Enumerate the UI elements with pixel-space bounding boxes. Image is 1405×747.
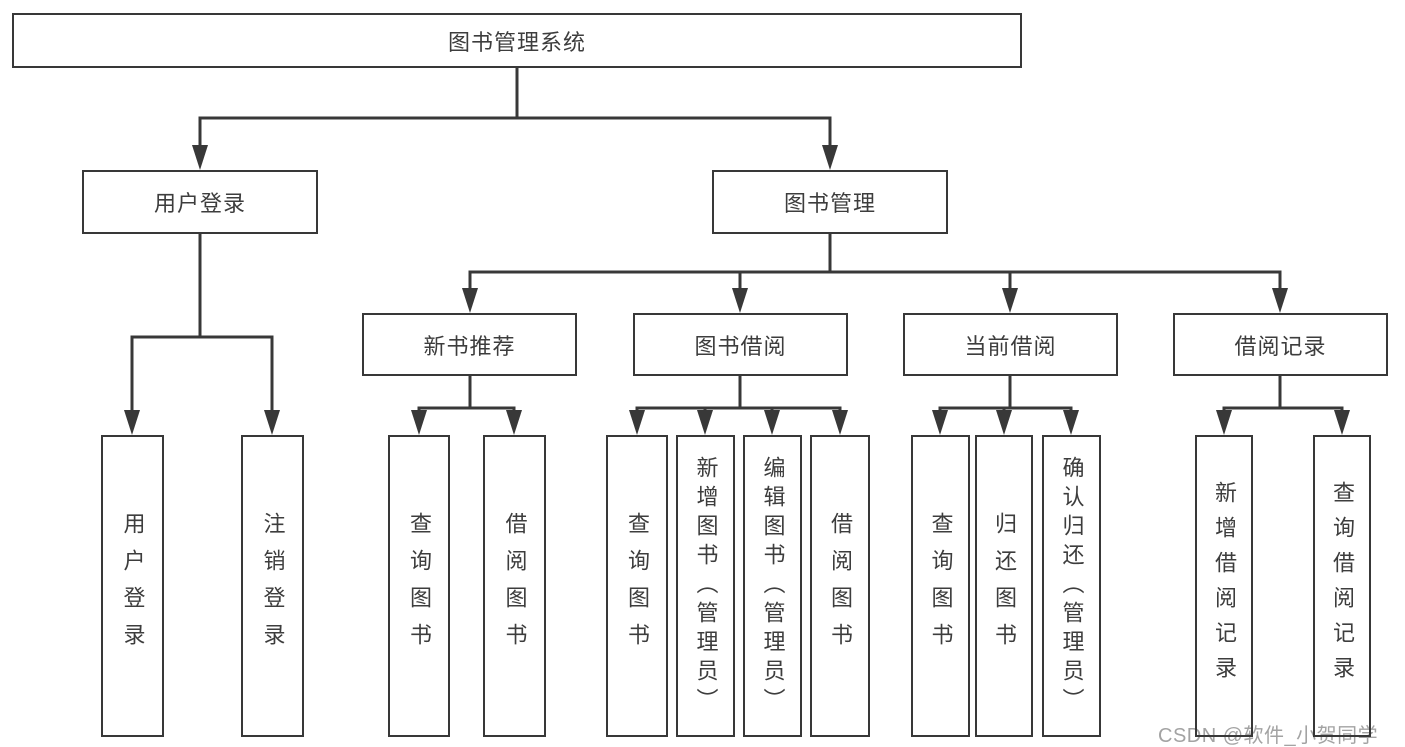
leaf-query-book-current-label: 查询图书 (928, 512, 954, 660)
arrow-down-icon (1216, 410, 1232, 435)
node-user-login: 用户登录 (82, 170, 318, 234)
arrow-down-icon (411, 410, 427, 435)
arrow-down-icon (832, 410, 848, 435)
arrow-down-icon (629, 410, 645, 435)
arrow-down-icon (1334, 410, 1350, 435)
arrow-down-icon (1063, 410, 1079, 435)
leaf-confirm-return-admin: 确认归还（管理员） (1042, 435, 1101, 737)
leaf-edit-book-admin-label: 编辑图书（管理员） (760, 455, 786, 717)
leaf-query-book-recommend: 查询图书 (388, 435, 450, 737)
arrow-down-icon (264, 410, 280, 435)
arrow-down-icon (932, 410, 948, 435)
arrow-down-icon (732, 288, 748, 313)
leaf-borrow-book-label: 借阅图书 (828, 512, 853, 660)
arrow-down-icon (124, 410, 140, 435)
node-book-borrow-label: 图书借阅 (694, 333, 787, 359)
leaf-add-borrow-record: 新增借阅记录 (1195, 435, 1253, 737)
connector-book-management (468, 234, 1282, 289)
leaf-borrow-book-recommend-label: 借阅图书 (502, 512, 528, 660)
node-book-management: 图书管理 (712, 170, 948, 234)
leaf-borrow-book: 借阅图书 (810, 435, 870, 737)
leaf-query-book-current: 查询图书 (911, 435, 970, 737)
connector-new-book (417, 376, 516, 411)
connector-borrow-records (1222, 376, 1344, 411)
leaf-confirm-return-admin-label: 确认归还（管理员） (1059, 455, 1085, 717)
node-user-login-label: 用户登录 (153, 191, 246, 216)
leaf-return-book: 归还图书 (975, 435, 1033, 737)
connector-root (198, 68, 832, 146)
leaf-logout-login: 注销登录 (241, 435, 304, 737)
arrow-down-icon (1002, 288, 1018, 313)
node-new-book-recommend: 新书推荐 (362, 313, 577, 376)
node-current-borrow-label: 当前借阅 (964, 333, 1057, 359)
node-book-management-label: 图书管理 (783, 191, 876, 216)
arrow-down-icon (996, 410, 1012, 435)
leaf-query-borrow-record: 查询借阅记录 (1313, 435, 1371, 737)
node-root: 图书管理系统 (12, 13, 1022, 68)
arrow-down-icon (506, 410, 522, 435)
leaf-add-book-admin: 新增图书（管理员） (676, 435, 735, 737)
connector-current-borrow (938, 376, 1073, 411)
node-current-borrow: 当前借阅 (903, 313, 1118, 376)
arrow-down-icon (192, 145, 208, 170)
arrow-down-icon (764, 410, 780, 435)
leaf-user-login: 用户登录 (101, 435, 164, 737)
arrow-down-icon (462, 288, 478, 313)
leaf-query-book-recommend-label: 查询图书 (407, 512, 432, 660)
node-root-label: 图书管理系统 (447, 29, 586, 55)
arrow-down-icon (697, 410, 713, 435)
leaf-user-login-label: 用户登录 (120, 512, 146, 660)
watermark: CSDN @软件_小贺同学 (1158, 725, 1379, 747)
node-book-borrow: 图书借阅 (633, 313, 848, 376)
leaf-query-book-borrow-label: 查询图书 (625, 512, 650, 660)
leaf-edit-book-admin: 编辑图书（管理员） (743, 435, 802, 737)
arrow-down-icon (1272, 288, 1288, 313)
leaf-query-borrow-record-label: 查询借阅记录 (1330, 481, 1355, 691)
leaf-borrow-book-recommend: 借阅图书 (483, 435, 546, 737)
arrow-down-icon (822, 145, 838, 170)
leaf-add-book-admin-label: 新增图书（管理员） (693, 455, 719, 717)
connector-book-borrow (635, 376, 842, 411)
node-borrow-records: 借阅记录 (1173, 313, 1388, 376)
leaf-return-book-label: 归还图书 (992, 512, 1017, 660)
connector-user-login (130, 234, 274, 411)
leaf-add-borrow-record-label: 新增借阅记录 (1212, 481, 1237, 691)
leaf-query-book-borrow: 查询图书 (606, 435, 668, 737)
node-new-book-recommend-label: 新书推荐 (423, 333, 516, 359)
leaf-logout-login-label: 注销登录 (260, 512, 286, 660)
node-borrow-records-label: 借阅记录 (1234, 333, 1327, 359)
